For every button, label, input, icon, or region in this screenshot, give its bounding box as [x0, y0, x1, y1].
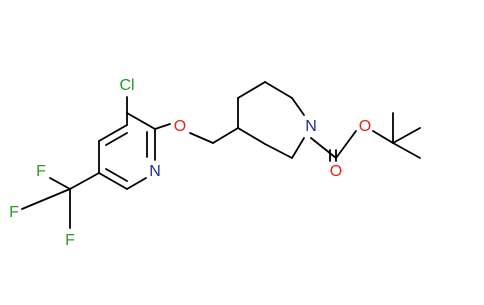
bond-c2-o [154, 123, 171, 130]
bond-n1-c6 [126, 177, 147, 190]
bond-pip-c4-c5 [237, 81, 266, 99]
atom-label-chlorine: Cl [119, 77, 134, 94]
atom-label-fluorine-left: F [9, 204, 19, 221]
bond-oester-ctbu [372, 130, 394, 144]
bond-tbu-me2 [392, 142, 421, 159]
atom-label-ester-oxygen: O [359, 118, 371, 135]
bond-cf3-f-top [49, 177, 71, 190]
atom-label-layer: Cl N O N O O F F F [9, 77, 371, 249]
atom-label-pyridine-nitrogen: N [149, 163, 161, 180]
bond-ch2-c3pip [212, 127, 239, 144]
bond-carbonyl-oester [335, 130, 357, 159]
bond-c6-c5-inner [105, 168, 128, 182]
bond-pip-n-c2 [291, 137, 305, 159]
bond-c6-c5 [98, 172, 128, 190]
atom-label-fluorine-bottom: F [65, 232, 75, 249]
bond-pip-c6-n [291, 97, 305, 116]
bond-c3-c2 [126, 112, 156, 130]
bond-cf3-f-left [21, 188, 71, 210]
bond-n-carbonyl [310, 137, 337, 159]
bond-pip-c2-c3 [237, 127, 266, 145]
bond-layer [21, 81, 421, 229]
bond-c5-cf3 [69, 172, 100, 190]
atom-label-fluorine-top: F [36, 163, 46, 180]
bond-pip-c2-c2b [264, 143, 293, 159]
bond-o-ch2 [189, 132, 214, 144]
atom-label-carbonyl-oxygen: O [330, 163, 342, 180]
bond-c4-c3-inner [105, 132, 128, 146]
atom-label-piperidine-nitrogen: N [305, 118, 317, 135]
bond-tbu-me1 [392, 127, 421, 144]
atom-label-ether-oxygen: O [174, 118, 186, 135]
bond-pip-c5-c6 [264, 81, 293, 99]
bond-c4-c3 [98, 124, 128, 142]
